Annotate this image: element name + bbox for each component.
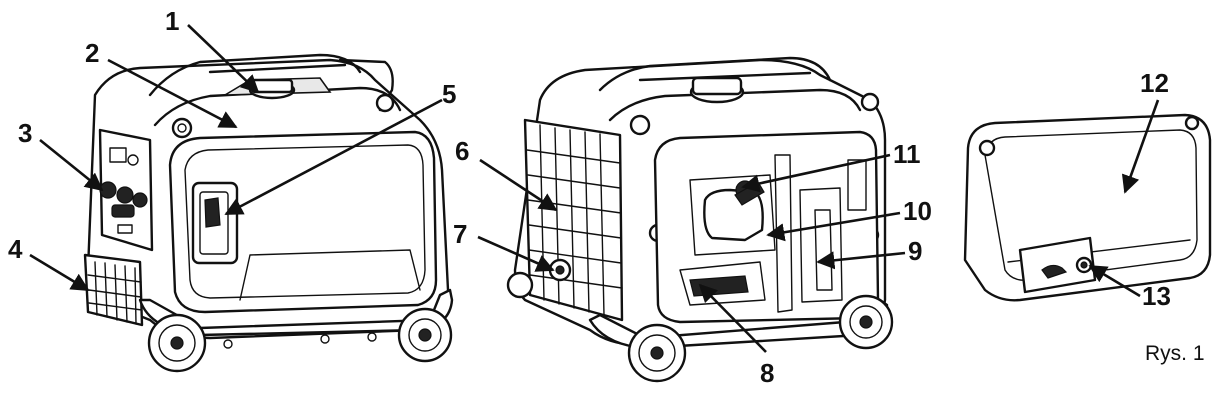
callout-8: 8 — [760, 358, 774, 388]
leader-3 — [39, 138, 104, 192]
callout-7: 7 — [453, 219, 467, 249]
callout-13: 13 — [1142, 281, 1171, 311]
generator-front-view — [83, 53, 454, 373]
leader-5 — [224, 98, 443, 216]
callout-6: 6 — [455, 136, 469, 166]
leader-7 — [477, 235, 555, 272]
leader-2 — [107, 58, 238, 129]
callout-5: 5 — [442, 79, 456, 109]
leader-10 — [766, 211, 901, 242]
leader-9 — [816, 251, 906, 270]
side-cover-panel — [963, 113, 1212, 302]
callout-leaders — [29, 24, 1160, 353]
callout-10: 10 — [903, 196, 932, 226]
leader-6 — [479, 158, 558, 212]
callout-9: 9 — [908, 236, 922, 266]
callout-11: 11 — [893, 139, 921, 169]
generator-rear-view — [506, 56, 894, 383]
figure-label: Rys. 1 — [1145, 342, 1205, 365]
callout-3: 3 — [18, 118, 32, 148]
leader-4 — [29, 253, 90, 292]
callout-numbers: 1 2 3 4 5 6 7 8 9 10 11 12 13 — [8, 6, 1171, 388]
callout-2: 2 — [85, 38, 99, 68]
leader-11 — [741, 153, 891, 193]
leader-1 — [187, 24, 260, 94]
leader-13 — [1088, 264, 1141, 298]
leader-8 — [698, 283, 767, 353]
callout-1: 1 — [165, 6, 179, 36]
callout-12: 12 — [1140, 68, 1169, 98]
callout-4: 4 — [8, 234, 23, 264]
leader-12 — [1121, 99, 1160, 194]
